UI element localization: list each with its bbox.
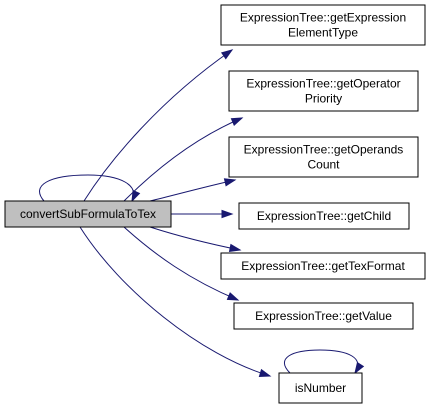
node-get-expression-element-type-label-line-1: ExpressionTree::getExpression [240, 11, 406, 25]
root-self-call-edge-arrowhead [131, 189, 141, 203]
call-edge-6-arrowhead [226, 292, 240, 301]
node-get-tex-format-box [220, 252, 426, 280]
call-nodes: convertSubFormulaToTexExpressionTree::ge… [4, 4, 426, 404]
call-edge-7-arrowhead [258, 368, 272, 377]
node-get-tex-format[interactable]: ExpressionTree::getTexFormat [220, 252, 426, 280]
node-get-operands-count-box [228, 136, 419, 178]
node-is-number-label-line-1: isNumber [295, 381, 346, 395]
isnumber-self-call-edge-arrowhead [354, 361, 365, 375]
call-edge-7 [79, 226, 271, 377]
node-get-value-label-line-1: ExpressionTree::getValue [255, 309, 392, 323]
node-get-operator-priority-box [228, 70, 419, 112]
node-get-expression-element-type-box [220, 4, 426, 46]
node-is-number[interactable]: isNumber [278, 372, 363, 404]
root-self-call-edge [39, 174, 135, 202]
call-edge-2 [123, 117, 243, 202]
call-edge-5-arrowhead [228, 243, 242, 253]
node-get-operator-priority-label-line-1: ExpressionTree::getOperator [246, 77, 400, 91]
node-get-child-label-line-1: ExpressionTree::getChild [257, 209, 391, 223]
call-edge-6 [123, 226, 239, 301]
node-is-number-box [278, 372, 363, 404]
node-get-value[interactable]: ExpressionTree::getValue [233, 302, 414, 330]
root-node-convertsubformulatotex[interactable]: convertSubFormulaToTex [4, 200, 172, 228]
node-get-operands-count-label-line-1: ExpressionTree::getOperands [244, 143, 404, 157]
node-get-expression-element-type-label-line-2: ElementType [288, 26, 358, 40]
call-edges [39, 49, 365, 377]
root-node-label: convertSubFormulaToTex [20, 207, 156, 221]
call-edge-4-arrowhead [221, 209, 234, 219]
call-edge-3 [149, 179, 236, 202]
node-get-tex-format-label-line-1: ExpressionTree::getTexFormat [241, 259, 405, 273]
call-edge-1 [83, 49, 233, 202]
isnumber-self-call-edge [284, 349, 359, 374]
call-edge-2-arrowhead [230, 117, 244, 126]
node-get-operator-priority-label-line-2: Priority [305, 92, 342, 106]
node-get-child-box [238, 202, 410, 230]
call-edge-3-arrowhead [223, 178, 237, 187]
node-get-child[interactable]: ExpressionTree::getChild [238, 202, 410, 230]
call-edge-1-arrowhead [220, 49, 234, 60]
node-get-value-box [233, 302, 414, 330]
root-node-box [4, 200, 172, 228]
call-edge-5 [149, 226, 241, 251]
node-get-operands-count-label-line-2: Count [307, 158, 340, 172]
